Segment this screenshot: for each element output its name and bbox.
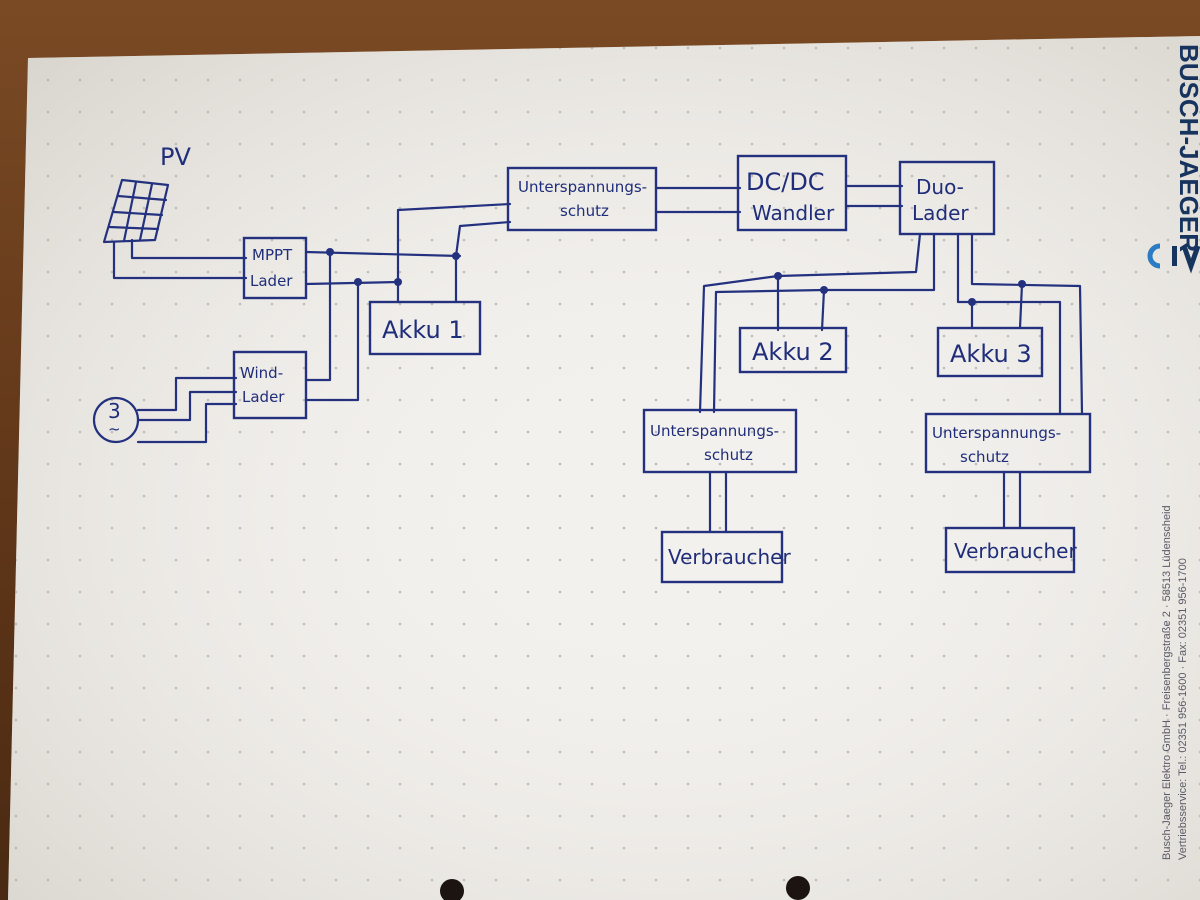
consumer-right-box: Verbraucher xyxy=(944,526,1077,574)
wire-pv-mppt-1 xyxy=(130,238,248,260)
uvp-left-label-1: Unterspannungs- xyxy=(650,422,779,440)
undervoltage-protection-right-box: Unterspannungs- schutz xyxy=(924,412,1092,474)
junction-dot xyxy=(326,248,334,256)
generator-ac-symbol: ~ xyxy=(108,420,121,438)
wire-gen-3 xyxy=(136,402,238,444)
brand-text: BUSCH-JAEGER xyxy=(1174,44,1200,252)
battery-2-label: Akku 2 xyxy=(752,338,834,366)
dcdc-converter-box: DC/DC Wandler xyxy=(736,154,848,232)
consumer-left-label: Verbraucher xyxy=(668,545,791,569)
dcdc-label-1: DC/DC xyxy=(746,168,825,196)
dcdc-label-2: Wandler xyxy=(752,201,835,225)
consumer-left-box: Verbraucher xyxy=(660,530,791,584)
wire-gen-2 xyxy=(136,390,238,422)
wire-akku2-2 xyxy=(820,288,826,332)
pv-label: PV xyxy=(160,143,191,171)
undervoltage-protection-main-box: Unterspannungs- schutz xyxy=(506,166,658,232)
pv-panel: PV xyxy=(102,143,191,244)
consumer-right-label: Verbraucher xyxy=(954,539,1077,563)
battery-3-box: Akku 3 xyxy=(936,326,1044,378)
duo-label-2: Lader xyxy=(912,201,969,225)
wire-wind-to-bus-2 xyxy=(304,280,360,402)
uvp-main-label-2: schutz xyxy=(560,202,609,220)
imprint-service: Vertriebsservice: Tel.: 02351 956-1600 ·… xyxy=(1177,558,1189,860)
wire-bus-uvp-2 xyxy=(454,220,512,258)
wire-duo-right-1 xyxy=(956,232,1062,416)
wire-akku3-2 xyxy=(1018,282,1024,330)
dual-charger-box: Duo- Lader xyxy=(898,160,996,236)
battery-1-box: Akku 1 xyxy=(368,300,482,356)
brand-logo: BUSCH-JAEGER xyxy=(1174,44,1200,252)
wire-gen-1 xyxy=(136,376,238,412)
mppt-label-1: MPPT xyxy=(252,246,293,264)
wind-charger-box: Wind- Lader xyxy=(232,350,308,420)
wire-bus-uvp-1 xyxy=(396,202,512,284)
uvp-left-label-2: schutz xyxy=(704,446,753,464)
uvp-main-label-1: Unterspannungs- xyxy=(518,178,647,196)
binder-hole-left xyxy=(440,879,464,900)
wire-pv-mppt-2 xyxy=(112,240,248,280)
duo-label-1: Duo- xyxy=(916,175,964,199)
wind-label-2: Lader xyxy=(242,388,285,406)
wire-wind-to-bus-1 xyxy=(304,250,332,382)
uvp-right-label-2: schutz xyxy=(960,448,1009,466)
brand-mark-icon xyxy=(1147,243,1200,274)
battery-1-label: Akku 1 xyxy=(382,316,464,344)
undervoltage-protection-left-box: Unterspannungs- schutz xyxy=(642,408,798,474)
imprint-address: Busch-Jaeger Elektro GmbH · Freisenbergs… xyxy=(1161,505,1173,860)
battery-2-box: Akku 2 xyxy=(738,326,848,374)
junction-dot xyxy=(354,278,362,286)
battery-3-label: Akku 3 xyxy=(950,340,1032,368)
mppt-label-2: Lader xyxy=(250,272,293,290)
generator-phase-label: 3 xyxy=(108,399,121,423)
wire-duo-right-2 xyxy=(970,232,1084,416)
wire-bus-bottom xyxy=(304,280,400,286)
binder-hole-right xyxy=(786,876,810,900)
mppt-charger-box: MPPT Lader xyxy=(242,236,308,300)
imprint: Busch-Jaeger Elektro GmbH · Freisenbergs… xyxy=(1161,505,1189,860)
uvp-right-label-1: Unterspannungs- xyxy=(932,424,1061,442)
wind-label-1: Wind- xyxy=(240,364,283,382)
